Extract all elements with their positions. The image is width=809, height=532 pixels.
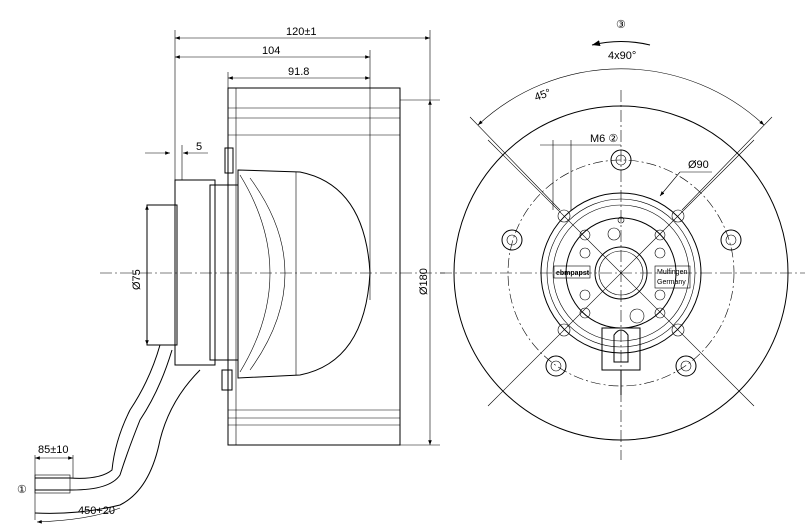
callout-1: ① — [17, 484, 27, 496]
cable — [35, 344, 161, 479]
center-bore — [594, 246, 648, 300]
rotation-arrow — [591, 40, 651, 47]
dim-918-label: 91.8 — [288, 66, 309, 78]
dim-d180-label: Ø180 — [418, 268, 430, 295]
impeller-outline — [227, 87, 401, 446]
dim-lead-label: 85±10 — [38, 444, 69, 456]
dim-4x90-label: 4x90° — [608, 50, 636, 62]
dim-5-label: 5 — [196, 141, 202, 153]
motor-flange — [174, 179, 216, 366]
dim-d90-label: Ø90 — [688, 159, 709, 171]
front-view: ebmpapst Mulfingen Germany ③ 4x90° 45° M… — [440, 19, 805, 460]
thread-label: M6 ② — [590, 133, 618, 145]
dim-45-label: 45° — [533, 87, 553, 104]
motor-dome — [237, 169, 371, 379]
motor-hub — [540, 192, 702, 354]
vent-holes — [579, 216, 666, 324]
city-label: Mulfingen — [657, 269, 687, 276]
callout-3: ③ — [616, 19, 626, 31]
dim-d75-label: Ø75 — [131, 269, 143, 290]
mounting-holes — [501, 149, 742, 377]
dim-cable-label: 450+20 — [78, 505, 115, 517]
side-view: 120±1 104 91.8 5 Ø180 Ø75 — [17, 26, 445, 524]
impeller-outer-circle — [453, 105, 789, 441]
brand-label: ebmpapst — [556, 270, 590, 277]
country-label: Germany — [657, 279, 686, 286]
dim-104-label: 104 — [262, 45, 280, 57]
dim-overall-label: 120±1 — [286, 26, 317, 38]
